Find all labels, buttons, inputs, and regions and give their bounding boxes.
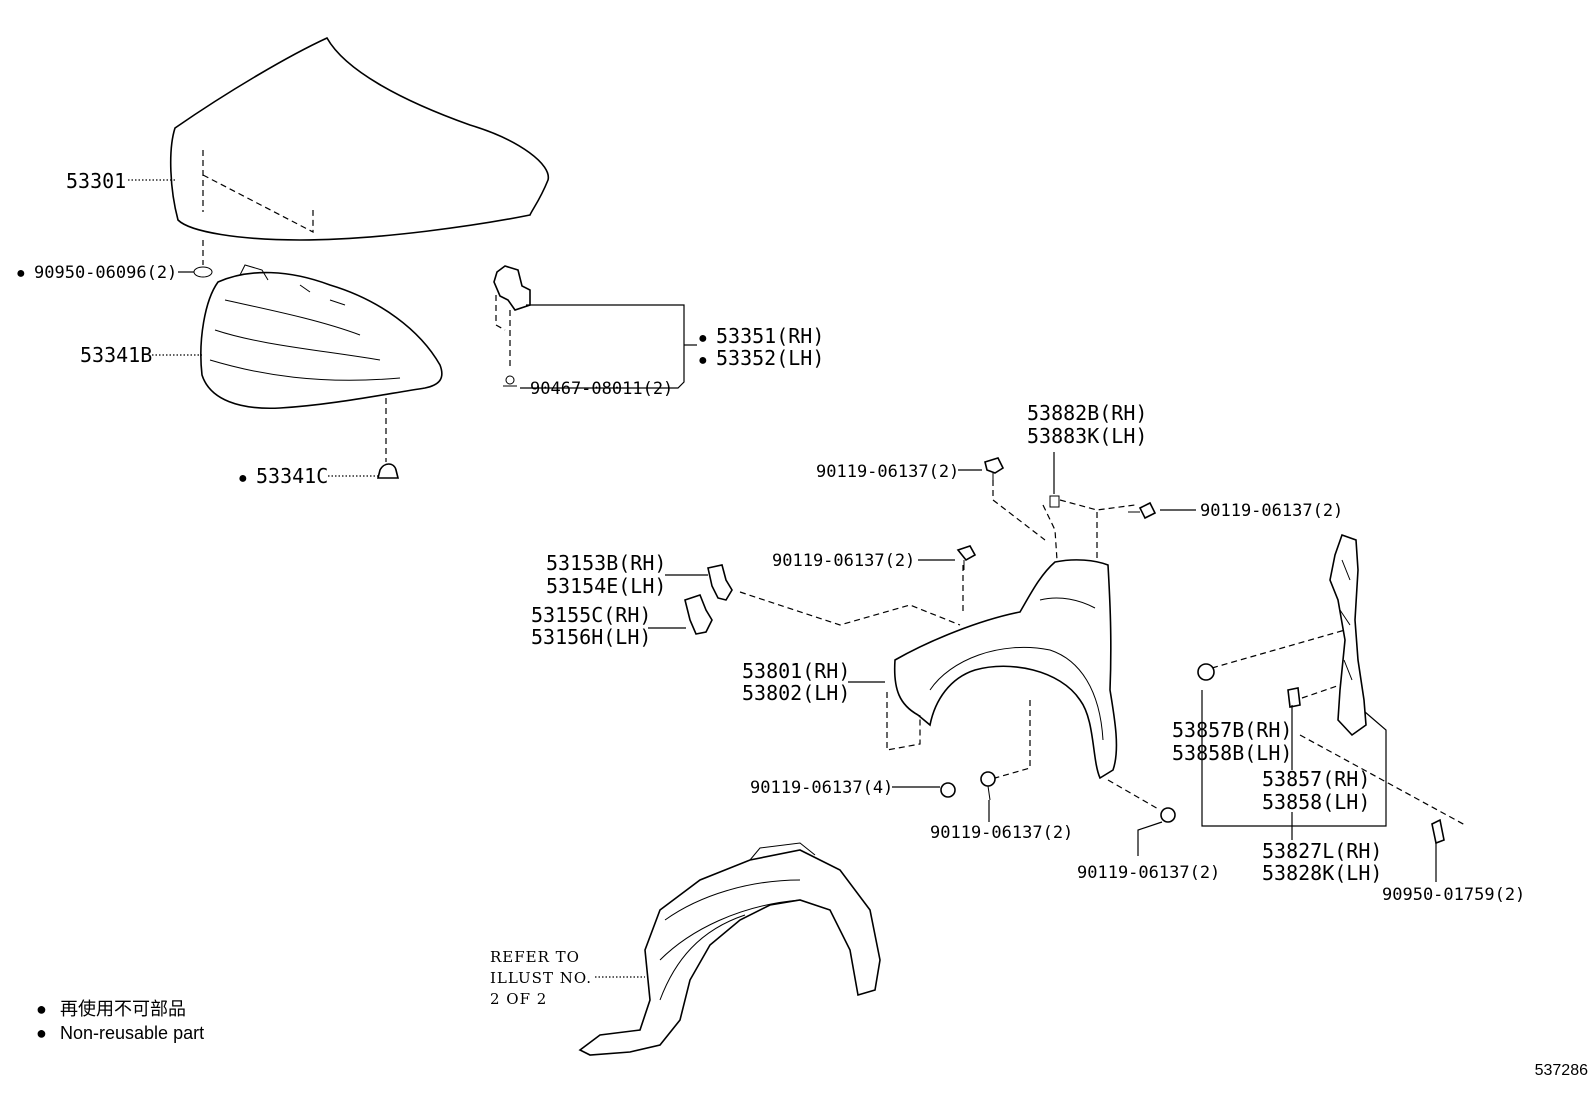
label-hood[interactable]: 53301 xyxy=(66,169,126,193)
label-bolt-top-left[interactable]: 90119-06137(2) xyxy=(816,462,959,482)
label-support-lower-rh[interactable]: 53155C(RH) xyxy=(531,603,651,627)
label-seal-lh[interactable]: 53858(LH) xyxy=(1262,790,1370,814)
fender-support-drawing xyxy=(684,564,733,635)
label-insulator-clip[interactable]: 53341C xyxy=(256,464,328,488)
non-reusable-bullet-icon: ● xyxy=(16,265,26,282)
hood-drawing xyxy=(169,36,550,278)
label-fender-bracket-lh[interactable]: 53883K(LH) xyxy=(1027,424,1147,448)
label-bolt-top-right[interactable]: 90119-06137(2) xyxy=(1200,501,1343,521)
label-bolt-front-4[interactable]: 90119-06137(4) xyxy=(750,778,893,798)
fender-liner-drawing xyxy=(578,842,881,1056)
legend-bullet-icon: ● xyxy=(36,999,47,1019)
refer-note-line3: 2 OF 2 xyxy=(490,990,547,1008)
hood-insulator-drawing xyxy=(200,264,443,479)
legend-bullet-icon: ● xyxy=(36,1023,47,1043)
label-fender-rh[interactable]: 53801(RH) xyxy=(742,659,850,683)
legend-english: Non-reusable part xyxy=(60,1023,204,1043)
label-hood-cushion[interactable]: 90950-06096(2) xyxy=(34,263,177,283)
fender-bracket-square xyxy=(1049,495,1060,508)
non-reusable-bullet-icon: ● xyxy=(238,470,248,487)
label-hood-hinge-rh[interactable]: 53351(RH) xyxy=(716,324,824,348)
non-reusable-bullet-icon: ● xyxy=(698,330,708,347)
label-seal-b-rh[interactable]: 53857B(RH) xyxy=(1172,718,1292,742)
leader-lines xyxy=(128,179,1437,978)
label-support-lower-lh[interactable]: 53156H(LH) xyxy=(531,625,651,649)
label-support-upper-lh[interactable]: 53154E(LH) xyxy=(546,574,666,598)
label-protector-lh[interactable]: 53828K(LH) xyxy=(1262,861,1382,885)
label-bolt-bottom-mid[interactable]: 90119-06137(2) xyxy=(930,823,1073,843)
bolt-icons xyxy=(940,457,1176,823)
label-fender-cushion[interactable]: 90950-01759(2) xyxy=(1382,885,1525,905)
refer-note-line2: ILLUST NO. xyxy=(490,969,592,987)
non-reusable-bullet-icon: ● xyxy=(698,352,708,369)
label-hood-hinge-lh[interactable]: 53352(LH) xyxy=(716,346,824,370)
label-hinge-bolt[interactable]: 90467-08011(2) xyxy=(530,379,673,399)
label-bolt-bottom-right[interactable]: 90119-06137(2) xyxy=(1077,863,1220,883)
label-fender-lh[interactable]: 53802(LH) xyxy=(742,681,850,705)
label-hood-insulator[interactable]: 53341B xyxy=(80,343,152,367)
label-seal-rh[interactable]: 53857(RH) xyxy=(1262,767,1370,791)
fender-protector-drawing xyxy=(1197,533,1466,845)
label-protector-rh[interactable]: 53827L(RH) xyxy=(1262,839,1382,863)
label-bolt-upper-mid[interactable]: 90119-06137(2) xyxy=(772,551,915,571)
refer-note-line1: REFER TO xyxy=(490,948,580,966)
legend-japanese: 再使用不可部品 xyxy=(60,999,186,1019)
fender-drawing xyxy=(739,480,1161,811)
label-fender-bracket-rh[interactable]: 53882B(RH) xyxy=(1027,401,1147,425)
illustration-number: 537286 xyxy=(1535,1062,1588,1079)
label-support-upper-rh[interactable]: 53153B(RH) xyxy=(546,551,666,575)
label-seal-b-lh[interactable]: 53858B(LH) xyxy=(1172,741,1292,765)
hood-hinge-drawing xyxy=(493,265,531,387)
